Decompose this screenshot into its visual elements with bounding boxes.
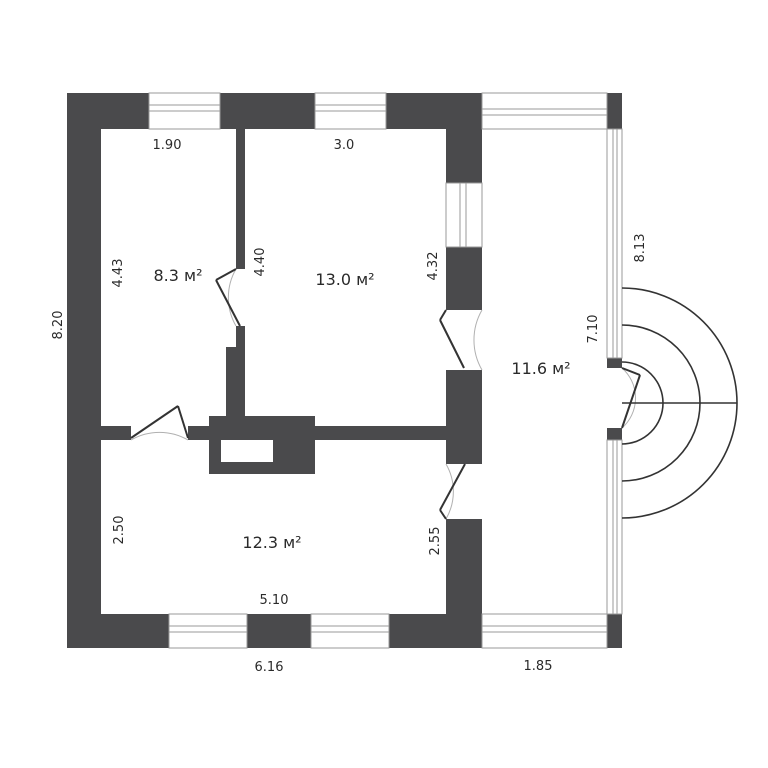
window-top-3 <box>481 92 608 130</box>
dim-2-50: 2.50 <box>112 516 127 545</box>
room-3-area: 11.6 м² <box>511 359 570 378</box>
right-wall-door-bottom <box>607 428 622 440</box>
top-wall-right <box>386 93 482 129</box>
dim-7-10: 7.10 <box>586 315 601 344</box>
top-wall-corner <box>607 93 622 129</box>
dim-2-55: 2.55 <box>428 527 443 556</box>
door-veranda <box>621 367 641 429</box>
window-interior <box>445 182 483 248</box>
top-wall-mid <box>220 93 315 129</box>
door-room1-room4 <box>130 405 189 441</box>
door-room4-room3 <box>439 463 466 520</box>
window-bottom-1 <box>168 613 248 649</box>
window-bottom-3 <box>481 613 608 649</box>
window-top-1 <box>148 92 221 130</box>
interior-walls <box>101 129 482 614</box>
dim-5-10: 5.10 <box>260 593 289 608</box>
room-labels: 8.3 м² 13.0 м² 11.6 м² 12.3 м² <box>153 266 570 552</box>
center-right-wall-bottom <box>446 519 482 614</box>
window-top-2 <box>314 92 387 130</box>
left-wall <box>67 93 101 648</box>
windows <box>148 92 623 649</box>
center-right-wall-low <box>446 370 482 464</box>
door-room2-room3 <box>439 309 483 371</box>
right-wall-door-top <box>607 358 622 368</box>
dim-4-43: 4.43 <box>111 259 126 288</box>
bottom-wall-right <box>389 614 482 648</box>
dim-4-40: 4.40 <box>253 248 268 277</box>
exterior-walls <box>67 93 622 648</box>
room-4-area: 12.3 м² <box>242 533 301 552</box>
bottom-wall-mid <box>247 614 311 648</box>
room-2-area: 13.0 м² <box>315 270 374 289</box>
stove-opening <box>221 440 273 462</box>
dim-8-20: 8.20 <box>51 311 66 340</box>
dimension-labels: 1.90 3.0 8.13 4.43 4.40 4.32 8.20 7.10 2… <box>51 138 648 675</box>
partition-1-2-top <box>236 129 245 269</box>
porch-steps <box>621 287 738 519</box>
window-right-upper <box>606 128 623 359</box>
dim-4-32: 4.32 <box>426 252 441 281</box>
room-1-area: 8.3 м² <box>153 266 202 285</box>
dim-6-16: 6.16 <box>255 660 284 675</box>
window-right-lower <box>606 439 623 615</box>
dim-8-13: 8.13 <box>633 234 648 263</box>
door-room1-room2 <box>215 268 241 327</box>
center-right-wall-top <box>446 129 482 183</box>
dim-1-85: 1.85 <box>524 659 553 674</box>
center-right-wall-mid <box>446 247 482 310</box>
bottom-wall-corner <box>607 614 622 648</box>
bottom-wall-left <box>67 614 169 648</box>
dim-3-0: 3.0 <box>334 138 355 153</box>
doors <box>130 268 641 520</box>
dim-1-90: 1.90 <box>153 138 182 153</box>
partition-1-2-pillar <box>226 347 245 427</box>
window-bottom-2 <box>310 613 390 649</box>
horizontal-wall-left <box>101 426 131 440</box>
